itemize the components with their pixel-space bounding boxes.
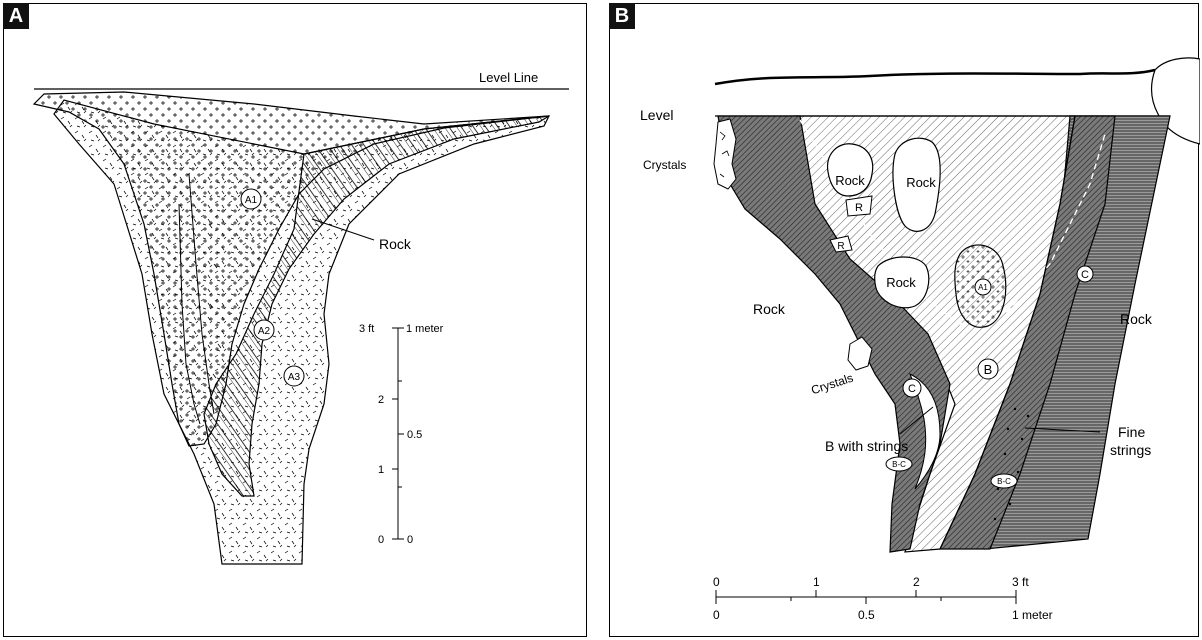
zone-c-right-label: C	[1081, 269, 1089, 281]
scale-bar-a	[392, 328, 404, 539]
scale-b-m-1: 1 meter	[1012, 608, 1053, 622]
scale-a-m-0: 0	[407, 534, 413, 546]
zone-bc-2-label: B-C	[997, 477, 1011, 486]
scale-b-ft-0: 0	[713, 575, 720, 589]
scale-b-ft-3: 3 ft	[1012, 575, 1029, 589]
scale-a-ft-unit: 3 ft	[359, 323, 374, 335]
rock-left-label: Rock	[753, 301, 786, 317]
rock-block-2-label: Rock	[906, 175, 936, 190]
panel-b-figure: Level Crystals Rock Rock Rock Rock Rock …	[610, 4, 1200, 638]
zone-bc-1-label: B-C	[892, 460, 906, 469]
zone-a1-label: A1	[245, 195, 258, 206]
scale-a-m-unit: 1 meter	[406, 323, 444, 335]
scale-a-ft-1: 1	[378, 464, 384, 476]
rock-right-label: Rock	[1120, 311, 1153, 327]
rock-r1-label: R	[855, 202, 863, 214]
rock-r2-label: R	[837, 241, 844, 252]
zone-a2-label: A2	[258, 326, 271, 337]
panel-a: A Level Line Rock	[3, 3, 587, 637]
b-with-strings-label: B with strings	[825, 438, 908, 454]
crystals-top-label: Crystals	[643, 158, 686, 172]
rock-block-1-label: Rock	[835, 173, 865, 188]
scale-b-ft-2: 2	[913, 575, 920, 589]
level-line-label: Level Line	[479, 70, 538, 85]
fine-strings-label-2: strings	[1110, 442, 1151, 458]
ground-surface-line	[715, 70, 1155, 84]
rock-label-a: Rock	[379, 236, 412, 252]
scale-a-ft-0: 0	[378, 534, 384, 546]
scale-b-m-half: 0.5	[858, 608, 875, 622]
rock-block-3-label: Rock	[886, 275, 916, 290]
zone-a1-b-label: A1	[978, 283, 988, 292]
scale-a-m-half: 0.5	[407, 429, 422, 441]
scale-b-m-0: 0	[713, 608, 720, 622]
scale-bar-b	[716, 590, 1016, 604]
scale-b-ft-1: 1	[813, 575, 820, 589]
rock-block-1	[828, 144, 873, 196]
zone-b-label: B	[984, 362, 993, 377]
level-label: Level	[640, 107, 673, 123]
zone-c-left-label: C	[908, 383, 916, 395]
crystals-mid-label: Crystals	[809, 371, 855, 398]
zone-a3-label: A3	[288, 372, 301, 383]
fine-strings-label-1: Fine	[1118, 424, 1145, 440]
scale-a-ft-2: 2	[378, 394, 384, 406]
panel-a-figure: Level Line Rock A1 A2 A3 3	[4, 4, 588, 638]
panel-b: B	[609, 3, 1199, 637]
crystals-top-block	[714, 119, 736, 189]
